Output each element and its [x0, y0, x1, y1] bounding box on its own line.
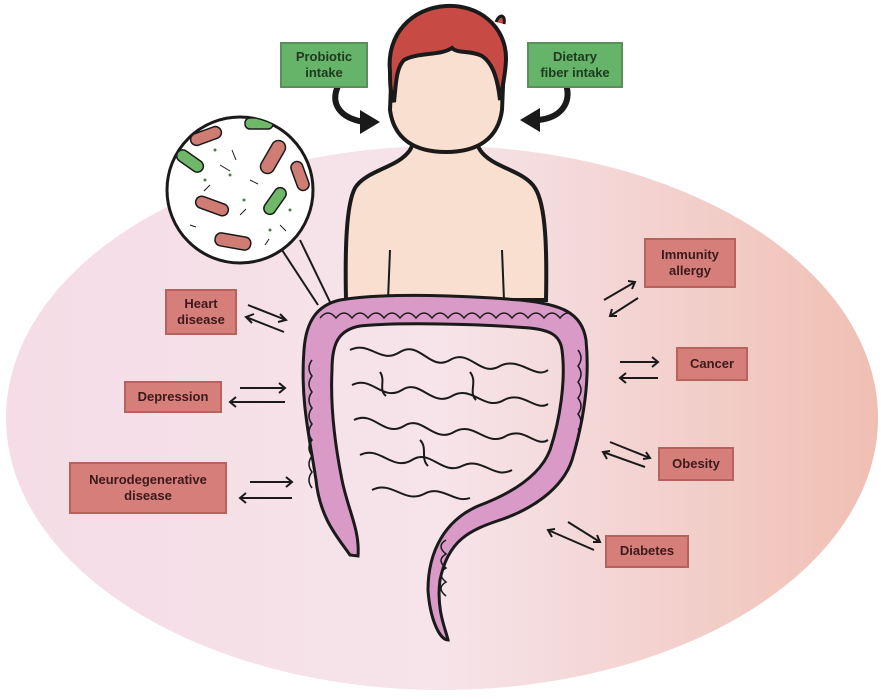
- depression-label: Depression: [124, 381, 222, 413]
- immunity-allergy-label: Immunity allergy: [644, 238, 736, 288]
- diabetes-label: Diabetes: [605, 535, 689, 568]
- cancer-label: Cancer: [676, 347, 748, 381]
- probiotic-arrowhead: [360, 110, 380, 134]
- dietary-fiber-intake-label: Dietary fiber intake: [527, 42, 623, 88]
- fiber-arrowhead: [520, 108, 540, 132]
- probiotic-intake-label: Probiotic intake: [280, 42, 368, 88]
- heart-disease-label: Heart disease: [165, 289, 237, 335]
- probiotic-arrow: [335, 86, 364, 122]
- neurodegenerative-disease-label: Neurodegenerative disease: [69, 462, 227, 514]
- fiber-arrow: [538, 84, 568, 120]
- obesity-label: Obesity: [658, 447, 734, 481]
